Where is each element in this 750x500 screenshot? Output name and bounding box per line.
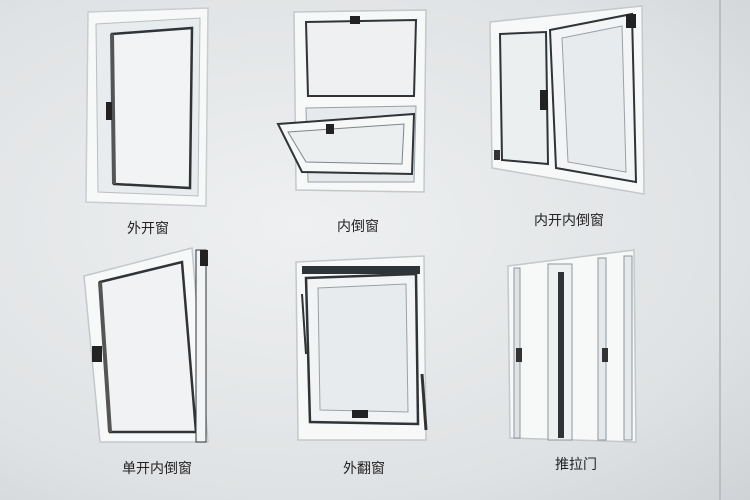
awning-window-label: 外翻窗 xyxy=(343,461,385,477)
single-tilt-turn-window-label: 单开内倒窗 xyxy=(122,461,192,477)
tilt-turn-window-image xyxy=(486,4,648,196)
tilt-in-window-image xyxy=(272,6,432,198)
casement-window-image xyxy=(84,6,210,208)
sliding-door-label: 推拉门 xyxy=(555,457,597,473)
tilt-in-window-label: 内倒窗 xyxy=(337,219,379,235)
single-tilt-turn-window-image xyxy=(82,246,222,446)
page-divider xyxy=(719,0,721,500)
casement-window-label: 外开窗 xyxy=(127,221,169,237)
awning-window-image xyxy=(292,254,432,442)
sliding-door-image xyxy=(506,248,638,443)
tilt-turn-window-label: 内开内倒窗 xyxy=(534,213,604,229)
